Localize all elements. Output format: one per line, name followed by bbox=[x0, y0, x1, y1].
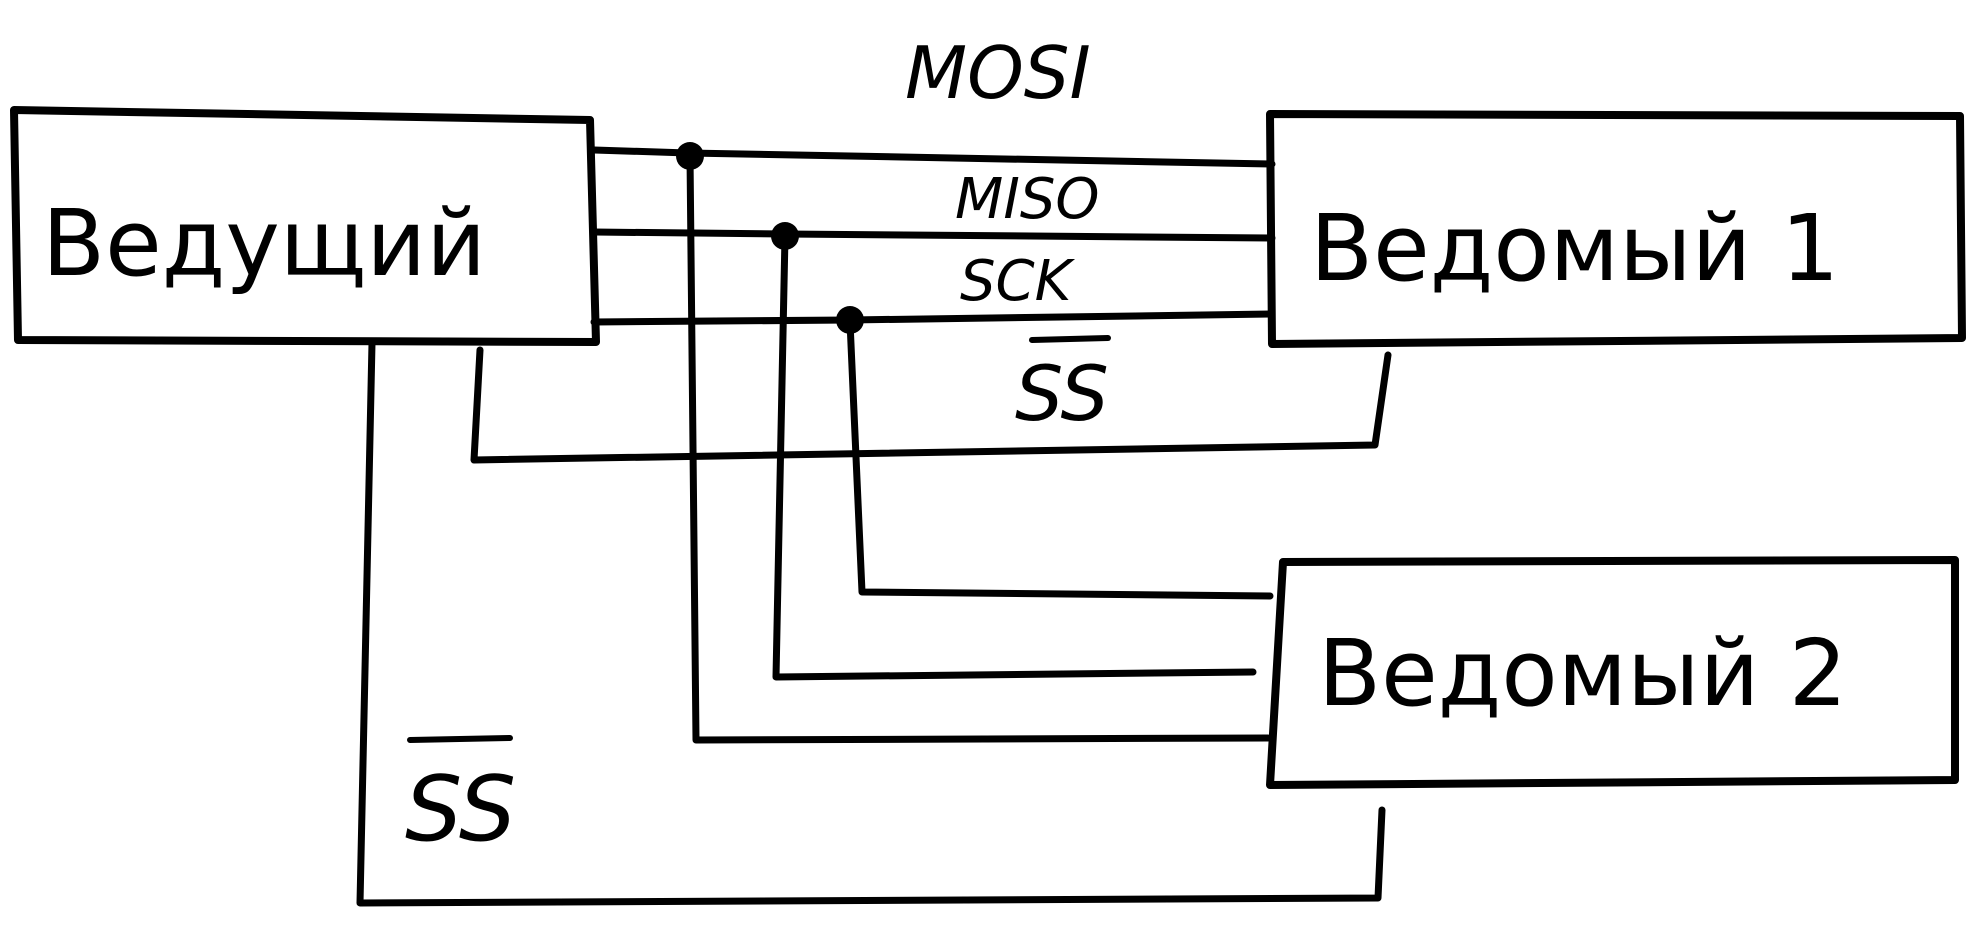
mosi-junction-dot bbox=[676, 142, 704, 170]
miso-wire bbox=[590, 228, 1276, 242]
master-box: Ведущий bbox=[10, 106, 600, 346]
slave2-box: Ведомый 2 bbox=[1266, 556, 1959, 789]
mosi-branch-wire bbox=[686, 152, 1272, 744]
ss1-label-group: SS bbox=[1015, 335, 1111, 438]
sck-junction-dot bbox=[836, 306, 864, 334]
sck-label: SCK bbox=[960, 249, 1076, 314]
slave1-box: Ведомый 1 bbox=[1266, 110, 1966, 348]
sck-wire bbox=[590, 310, 1276, 326]
ss1-overline bbox=[1029, 335, 1111, 343]
ss2-label-group: SS bbox=[405, 735, 516, 862]
ss2-wire bbox=[356, 339, 1386, 907]
sck-branch-wire bbox=[846, 318, 1274, 600]
miso-label: MISO bbox=[955, 167, 1099, 232]
slave1-label: Ведомый 1 bbox=[1310, 195, 1839, 302]
mosi-label: MOSI bbox=[905, 31, 1091, 115]
ss2-label: SS bbox=[405, 757, 516, 862]
ss2-overline bbox=[407, 735, 513, 743]
miso-junction-dot bbox=[771, 222, 799, 250]
ss1-wire bbox=[470, 346, 1392, 464]
master-label: Ведущий bbox=[42, 190, 486, 297]
miso-branch-wire bbox=[772, 232, 1257, 681]
slave2-label: Ведомый 2 bbox=[1318, 620, 1847, 727]
ss1-label: SS bbox=[1015, 349, 1109, 438]
